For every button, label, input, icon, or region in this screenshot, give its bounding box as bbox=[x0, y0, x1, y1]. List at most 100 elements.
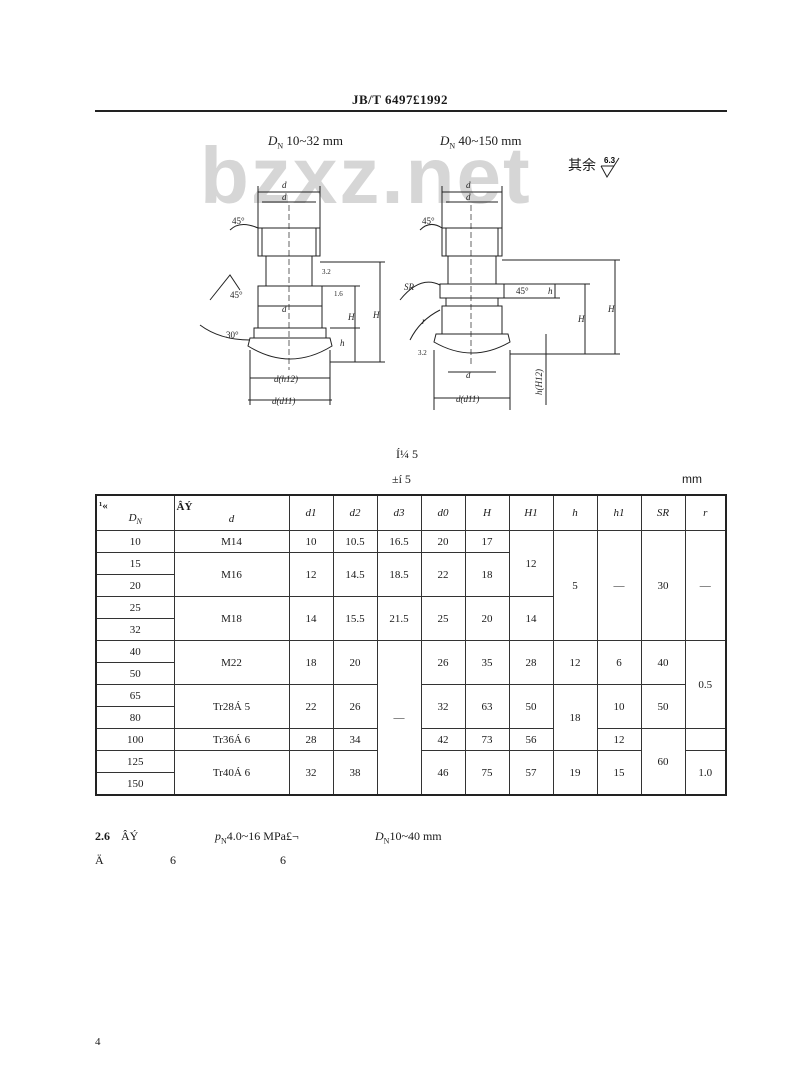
cell-h1: — bbox=[596, 530, 642, 641]
cell-dn: 125 bbox=[95, 750, 175, 773]
col-header-d3: d3 bbox=[376, 494, 422, 531]
col-header-SR: SR bbox=[640, 494, 686, 531]
table-unit: mm bbox=[682, 472, 702, 486]
cell-H: 35 bbox=[464, 640, 510, 685]
cell-d0: 42 bbox=[420, 728, 466, 751]
cell-h1: 10 bbox=[596, 684, 642, 729]
roughness-16-left: 1.6 bbox=[334, 290, 343, 298]
cell-dn: 10 bbox=[95, 530, 175, 553]
angle-45-top-left: 45° bbox=[232, 216, 245, 226]
cell-dn: 20 bbox=[95, 574, 175, 597]
cell-d: M16 bbox=[173, 552, 290, 597]
cell-d0: 32 bbox=[420, 684, 466, 729]
section-number: 2.6 bbox=[95, 829, 110, 843]
dim-H1-left: H bbox=[347, 312, 355, 322]
table-row: 125 Tr40Á 6 32 38 46 75 57 19 15 1.0 bbox=[95, 750, 727, 796]
cell-dn: 40 bbox=[95, 640, 175, 663]
cell-d: Tr40Á 6 bbox=[173, 750, 290, 796]
cell-SR: 30 bbox=[640, 530, 686, 641]
col-header-d2: d2 bbox=[332, 494, 378, 531]
cell-d0: 25 bbox=[420, 596, 466, 641]
col-header-dn: ¹«DN bbox=[95, 494, 175, 531]
cell-d1: 10 bbox=[288, 530, 334, 553]
valve-disc-drawing: d d d d(h12) d(d11) H H h 45° 45° 30° 3.… bbox=[199, 180, 620, 410]
dim-d2-left: d bbox=[282, 304, 287, 314]
cell-dn: 15 bbox=[95, 552, 175, 575]
cell-d: M22 bbox=[173, 640, 290, 685]
col-header-d0: d0 bbox=[420, 494, 466, 531]
dim-d3-left: d(h12) bbox=[274, 374, 298, 384]
page-number: 4 bbox=[95, 1036, 101, 1048]
cell-H1: 50 bbox=[508, 684, 554, 729]
left-figure-caption: DN 10~32 mm bbox=[268, 133, 343, 151]
cell-SR: 50 bbox=[640, 684, 686, 729]
roughness-icon: 6.3 bbox=[600, 156, 619, 178]
cell-H1: 56 bbox=[508, 728, 554, 751]
dim-d-left: d bbox=[282, 180, 287, 190]
cell-d3: 18.5 bbox=[376, 552, 422, 597]
col-header-h1: h1 bbox=[596, 494, 642, 531]
watermark: bzxz.net bbox=[200, 131, 532, 220]
section-line-2: Ä 6 6 bbox=[95, 853, 735, 868]
cell-dn: 65 bbox=[95, 684, 175, 707]
cell-r: 1.0 bbox=[684, 750, 727, 796]
cell-d2: 34 bbox=[332, 728, 378, 751]
dim-H1-right: H bbox=[577, 314, 585, 324]
cell-d0: 20 bbox=[420, 530, 466, 553]
section-line2-a: Ä bbox=[95, 853, 104, 867]
header-rule bbox=[95, 110, 727, 112]
dim-h1-right: h bbox=[548, 286, 553, 296]
table-row: 15 M16 12 14.5 18.5 22 18 bbox=[95, 552, 726, 597]
roughness-note-text: 其余 bbox=[568, 159, 596, 174]
cell-d3: 16.5 bbox=[376, 530, 422, 553]
doc-header: JB/T 6497£­1992 bbox=[352, 92, 448, 107]
right-part-outline bbox=[399, 186, 620, 410]
col-header-r: r bbox=[684, 494, 727, 531]
cell-d0: 26 bbox=[420, 640, 466, 685]
cell-r: 0.5 bbox=[684, 640, 727, 729]
dim-d0-left: d(d11) bbox=[272, 396, 295, 406]
angle-45-mid-right: 45° bbox=[516, 286, 529, 296]
cell-d1: 22 bbox=[288, 684, 334, 729]
cell-SR: 40 bbox=[640, 640, 686, 685]
table-row: 150 bbox=[95, 772, 726, 796]
angle-30-left: 30° bbox=[226, 330, 239, 340]
dim-hH12-right: h(H12) bbox=[534, 369, 544, 395]
dn-range-text: DN10~40 mm bbox=[375, 829, 442, 846]
dim-H-left: H bbox=[372, 310, 380, 320]
table-row: 25 M18 14 15.5 21.5 25 20 14 bbox=[95, 596, 726, 641]
cell-H1: 28 bbox=[508, 640, 554, 685]
cell-H: 75 bbox=[464, 750, 510, 796]
col-header-d1: d1 bbox=[288, 494, 334, 531]
section-line2-b: 6 bbox=[170, 853, 176, 867]
dim-H-right: H bbox=[607, 304, 615, 314]
col-header-H1: H1 bbox=[508, 494, 554, 531]
cell-h: 19 bbox=[552, 750, 598, 796]
cell-d1: 28 bbox=[288, 728, 334, 751]
col-header-h: h bbox=[552, 494, 598, 531]
left-part-outline bbox=[199, 186, 385, 405]
cell-H: 73 bbox=[464, 728, 510, 751]
cell-h1: 12 bbox=[596, 728, 642, 751]
cell-H: 63 bbox=[464, 684, 510, 729]
cell-d2: 26 bbox=[332, 684, 378, 729]
col-header-H: H bbox=[464, 494, 510, 531]
cell-dn: 50 bbox=[95, 662, 175, 685]
cell-H1: 12 bbox=[508, 530, 554, 597]
cell-d1: 12 bbox=[288, 552, 334, 597]
cell-h: 12 bbox=[552, 640, 598, 685]
dim-d1-right: d bbox=[466, 192, 471, 202]
cell-h1: 15 bbox=[596, 750, 642, 796]
section-mark: ÂÝ bbox=[121, 829, 139, 843]
cell-d: Tr36Á 6 bbox=[173, 728, 290, 751]
cell-d: M14 bbox=[173, 530, 290, 553]
right-figure-caption: DN 40~150 mm bbox=[440, 133, 522, 151]
dim-d-right: d bbox=[466, 180, 471, 190]
table-row: 20 bbox=[95, 574, 726, 597]
table-row: 65 Tr28Á 5 22 26 32 63 50 18 10 50 bbox=[95, 684, 726, 751]
cell-H1: 57 bbox=[508, 750, 554, 796]
pressure-text: pN4.0~16 MPa£¬ bbox=[215, 829, 299, 846]
dim-h-left: h bbox=[340, 338, 345, 348]
